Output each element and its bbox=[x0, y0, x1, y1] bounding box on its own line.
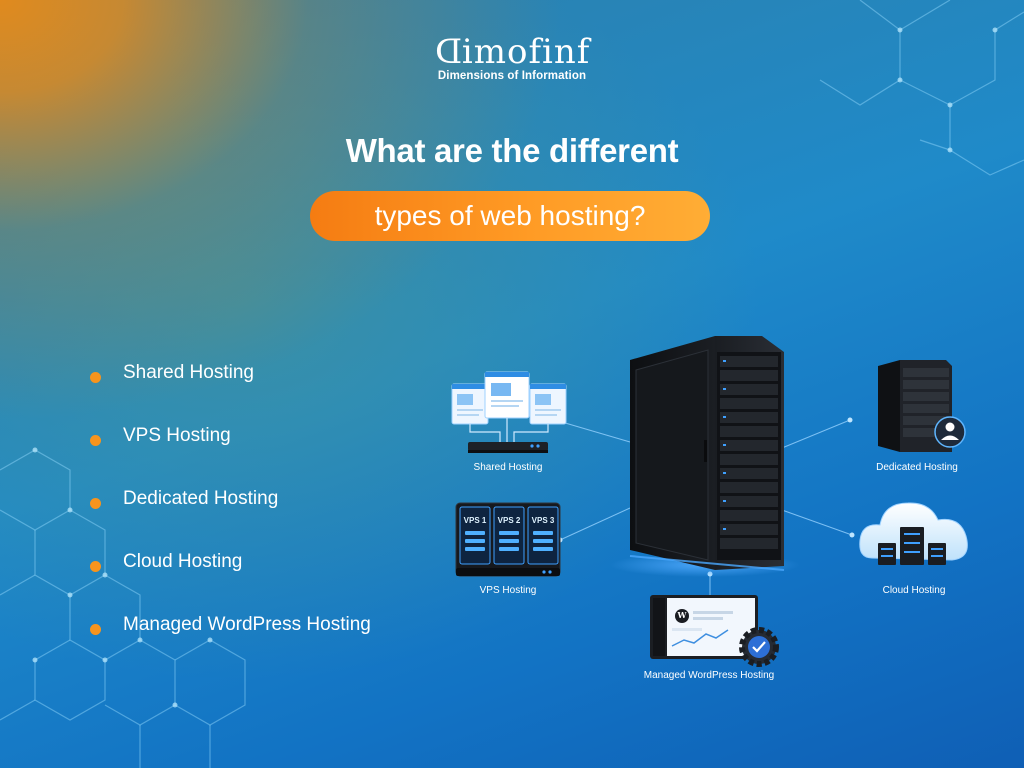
shared-hosting-caption: Shared Hosting bbox=[473, 462, 543, 473]
web-pages-icon bbox=[451, 371, 567, 425]
list-item-label: VPS Hosting bbox=[123, 425, 231, 446]
dedicated-hosting-caption: Dedicated Hosting bbox=[876, 462, 958, 473]
headline-pill: types of web hosting? bbox=[310, 191, 710, 241]
vps-slot-label: VPS 3 bbox=[531, 516, 555, 525]
vps-slot-label: VPS 2 bbox=[497, 516, 521, 525]
dedicated-hosting-illustration bbox=[878, 360, 966, 452]
managed-wordpress-illustration bbox=[650, 595, 779, 667]
logo-tagline: Dimensions of Information bbox=[437, 70, 587, 82]
shared-hosting-illustration bbox=[451, 371, 567, 453]
bullet-dot-icon bbox=[90, 561, 101, 572]
wordpress-hosting-caption: Managed WordPress Hosting bbox=[643, 670, 775, 681]
list-item-label: Dedicated Hosting bbox=[123, 488, 279, 509]
list-item-label: Cloud Hosting bbox=[123, 551, 243, 572]
checkmark-gear-icon bbox=[739, 627, 779, 667]
vps-hosting-illustration bbox=[455, 502, 561, 577]
logo-wordmark: Dimofinf bbox=[434, 32, 591, 72]
bullet-dot-icon bbox=[90, 372, 101, 383]
cloud-hosting-caption: Cloud Hosting bbox=[882, 585, 946, 596]
cloud-icon bbox=[859, 502, 968, 565]
server-rack-icon bbox=[610, 336, 800, 577]
router-icon bbox=[468, 442, 548, 453]
wordpress-icon bbox=[675, 609, 689, 623]
bullet-dot-icon bbox=[90, 624, 101, 635]
bullet-dot-icon bbox=[90, 498, 101, 509]
connector-lines bbox=[554, 419, 853, 598]
list-item-label: Shared Hosting bbox=[123, 362, 254, 383]
brand-logo: Dimofinf Dimensions of Information bbox=[0, 32, 1024, 82]
logo-rest: imofinf bbox=[461, 32, 591, 72]
wordpress-mark: W bbox=[677, 610, 687, 620]
bullet-dot-icon bbox=[90, 435, 101, 446]
user-icon bbox=[934, 416, 966, 448]
vps-hosting-caption: VPS Hosting bbox=[479, 585, 537, 596]
vps-slot-label: VPS 1 bbox=[463, 516, 487, 525]
list-item-label: Managed WordPress Hosting bbox=[123, 614, 371, 635]
headline-line-1: What are the different bbox=[345, 132, 679, 169]
